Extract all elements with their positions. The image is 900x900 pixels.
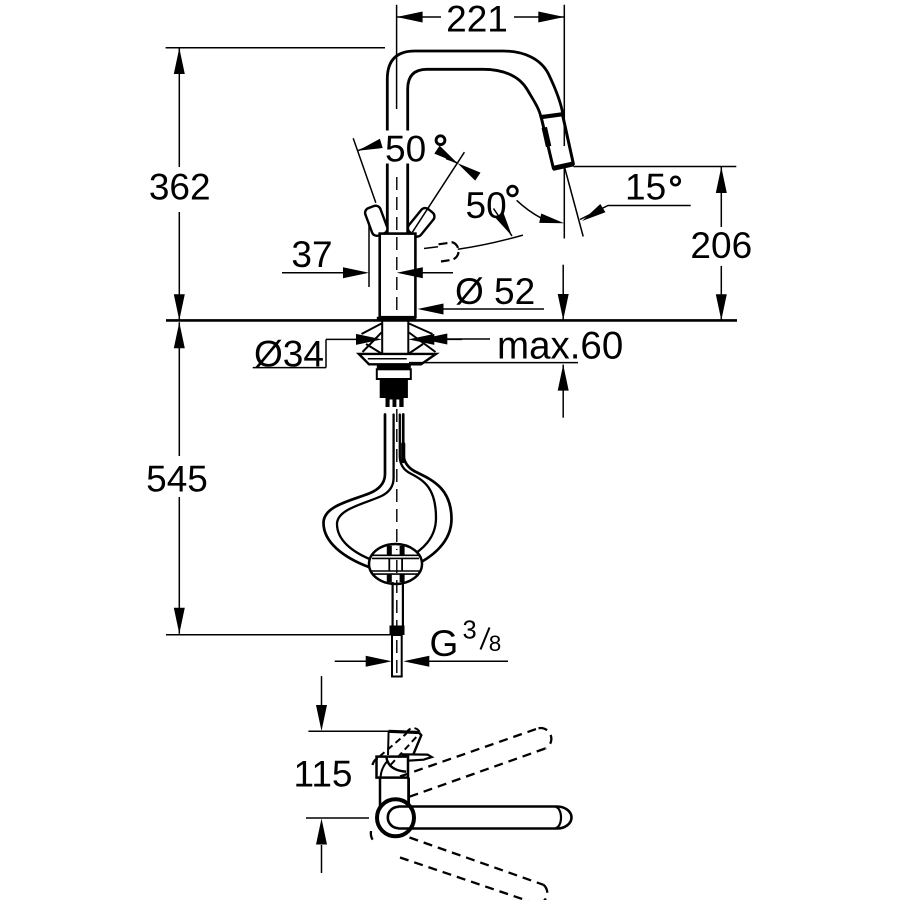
svg-text:15: 15 [625, 167, 666, 208]
svg-text:50: 50 [385, 129, 426, 170]
svg-text:G: G [430, 623, 459, 664]
svg-text:max.60: max.60 [497, 325, 623, 368]
svg-text:206: 206 [690, 225, 752, 266]
svg-text:3: 3 [463, 617, 477, 645]
svg-text:37: 37 [291, 234, 332, 275]
svg-text:50: 50 [466, 185, 507, 226]
svg-text:115: 115 [294, 753, 353, 794]
svg-text:Ø 52: Ø 52 [455, 271, 535, 312]
svg-text:Ø34: Ø34 [254, 334, 324, 375]
svg-text:221: 221 [446, 0, 508, 40]
svg-text:545: 545 [146, 458, 208, 499]
svg-text:362: 362 [149, 166, 211, 207]
svg-text:8: 8 [489, 631, 502, 656]
